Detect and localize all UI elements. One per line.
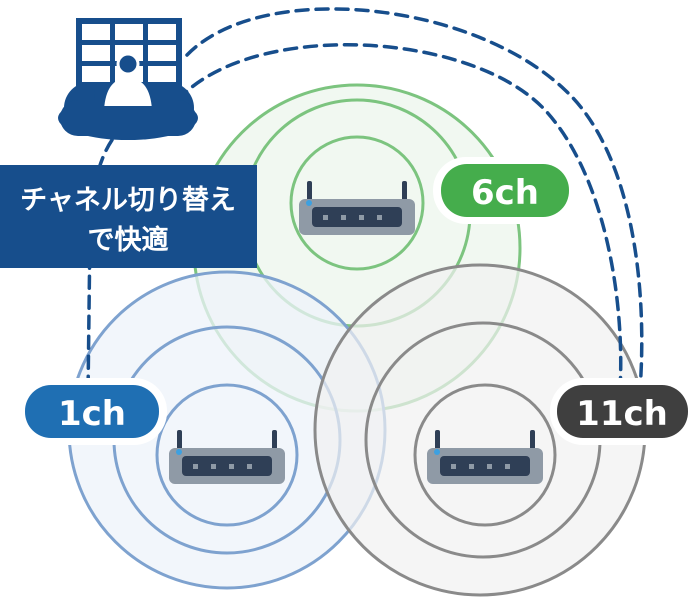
- dashed-path-inner-to-11ch: [176, 43, 623, 392]
- router-6ch: [299, 181, 415, 235]
- channel-label-6ch: 6ch: [433, 157, 576, 224]
- caption-line-1: チャネル切り替え: [20, 185, 236, 216]
- channel-label-6ch-text: 6ch: [471, 173, 539, 213]
- wifi-router-icon: [299, 181, 415, 235]
- router-1ch: [169, 430, 285, 484]
- wifi-router-icon: [427, 430, 543, 484]
- caption-line-2: で快適: [88, 224, 169, 256]
- channel-label-1ch-text: 1ch: [58, 394, 126, 434]
- channel-label-1ch: 1ch: [17, 378, 167, 445]
- channel-label-11ch: 11ch: [550, 378, 696, 445]
- coverage-zone-1ch: [67, 270, 387, 590]
- caption-box: チャネル切り替え で快適: [0, 165, 257, 268]
- router-11ch: [427, 430, 543, 484]
- channel-label-11ch-text: 11ch: [576, 394, 668, 434]
- dashed-path-outer-to-11ch: [185, 7, 644, 392]
- wifi-router-icon: [169, 430, 285, 484]
- operator-at-monitor-wall-icon: [58, 18, 198, 140]
